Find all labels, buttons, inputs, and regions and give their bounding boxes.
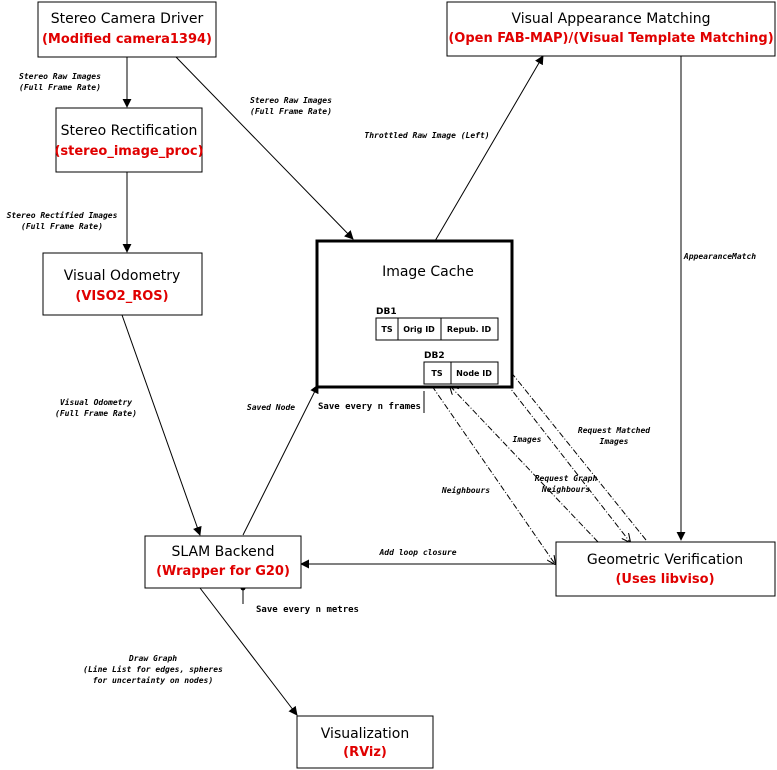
node-subtitle: (Wrapper for G20) — [156, 564, 290, 579]
edge-label: Request Graph — [535, 474, 598, 483]
node-subtitle: (Open FAB-MAP)/(Visual Template Matching… — [448, 31, 773, 46]
save-frames-annotation: Save every n frames — [318, 402, 421, 412]
db1-table: DB1 TS Orig ID Repub. ID — [375, 307, 499, 341]
edge-label: (Line List for edges, spheres — [83, 664, 223, 674]
save-metres-annotation: Save every n metres — [256, 605, 359, 615]
edge-label: Request Matched — [578, 426, 650, 435]
edge-label: (Full Frame Rate) — [250, 107, 332, 116]
db1-label: DB1 — [376, 307, 397, 317]
node-slam-backend: SLAM Backend (Wrapper for G20) — [144, 535, 302, 589]
edge-label: Images — [513, 435, 542, 444]
edge-label: Stereo Raw Images — [250, 96, 332, 105]
edge-label: Stereo Rectified Images — [7, 210, 118, 220]
edge-label: Images — [600, 437, 629, 446]
db1-column: TS — [381, 325, 392, 334]
edge-label: (Full Frame Rate) — [21, 222, 103, 231]
edge-odometry-to-slam — [121, 314, 202, 536]
edge-slam-to-cache — [242, 384, 319, 536]
edge-labels: Stereo Raw Images (Full Frame Rate) Ster… — [7, 72, 757, 685]
node-subtitle: (VISO2_ROS) — [75, 289, 168, 304]
edge-label: Neighbours — [541, 484, 590, 494]
edge-label: for uncertainty on nodes) — [93, 675, 213, 685]
node-image-cache: Image Cache DB1 TS Orig ID Repub. ID DB2… — [315, 239, 514, 389]
node-subtitle: (RViz) — [343, 745, 387, 760]
node-title: Stereo Rectification — [61, 123, 198, 139]
node-geometric-verification: Geometric Verification (Uses libviso) — [555, 541, 776, 597]
node-appearance-matching: Visual Appearance Matching (Open FAB-MAP… — [446, 1, 776, 57]
edge-label: Stereo Raw Images — [19, 72, 101, 81]
edge-geometric-request-graph — [450, 386, 599, 543]
edge-label: Add loop closure — [378, 548, 456, 557]
db2-column: TS — [431, 369, 442, 378]
node-subtitle: (stereo_image_proc) — [54, 144, 203, 159]
edge-cache-images — [499, 374, 630, 542]
edge-label: Throttled Raw Image (Left) — [364, 131, 489, 140]
db2-column: Node ID — [456, 369, 492, 378]
node-title: Geometric Verification — [587, 552, 743, 568]
edge-label: AppearanceMatch — [683, 252, 756, 261]
node-stereo-rectification: Stereo Rectification (stereo_image_proc) — [54, 107, 204, 173]
edge-label: (Full Frame Rate) — [19, 83, 101, 92]
db2-label: DB2 — [424, 351, 445, 361]
edge-slam-to-visualization — [199, 587, 298, 716]
node-title: Visualization — [321, 726, 409, 742]
node-title: Image Cache — [382, 264, 474, 280]
edge-label: Visual Odometry — [60, 397, 132, 407]
edge-label: Neighbours — [441, 485, 490, 495]
db1-column: Orig ID — [403, 325, 435, 334]
node-subtitle: (Uses libviso) — [615, 572, 714, 587]
node-title: Visual Appearance Matching — [511, 11, 710, 27]
edge-cache-to-appearance — [434, 55, 544, 242]
edge-cache-neighbours — [431, 385, 555, 564]
node-title: SLAM Backend — [172, 544, 275, 560]
edges — [121, 55, 686, 716]
node-visual-odometry: Visual Odometry (VISO2_ROS) — [42, 252, 203, 316]
node-title: Stereo Camera Driver — [51, 11, 204, 27]
node-visualization: Visualization (RViz) — [296, 715, 434, 769]
db2-table: DB2 TS Node ID — [423, 351, 499, 385]
edge-label: Saved Node — [247, 403, 295, 412]
node-subtitle: (Modified camera1394) — [42, 32, 212, 47]
edge-label: (Full Frame Rate) — [55, 409, 137, 418]
db1-column: Repub. ID — [447, 325, 492, 334]
node-title: Visual Odometry — [64, 268, 181, 284]
edge-geometric-request-matched — [502, 361, 647, 541]
node-camera-driver: Stereo Camera Driver (Modified camera139… — [37, 1, 217, 58]
edge-label: Draw Graph — [128, 654, 177, 663]
edge-camera-to-image-cache — [175, 56, 354, 240]
